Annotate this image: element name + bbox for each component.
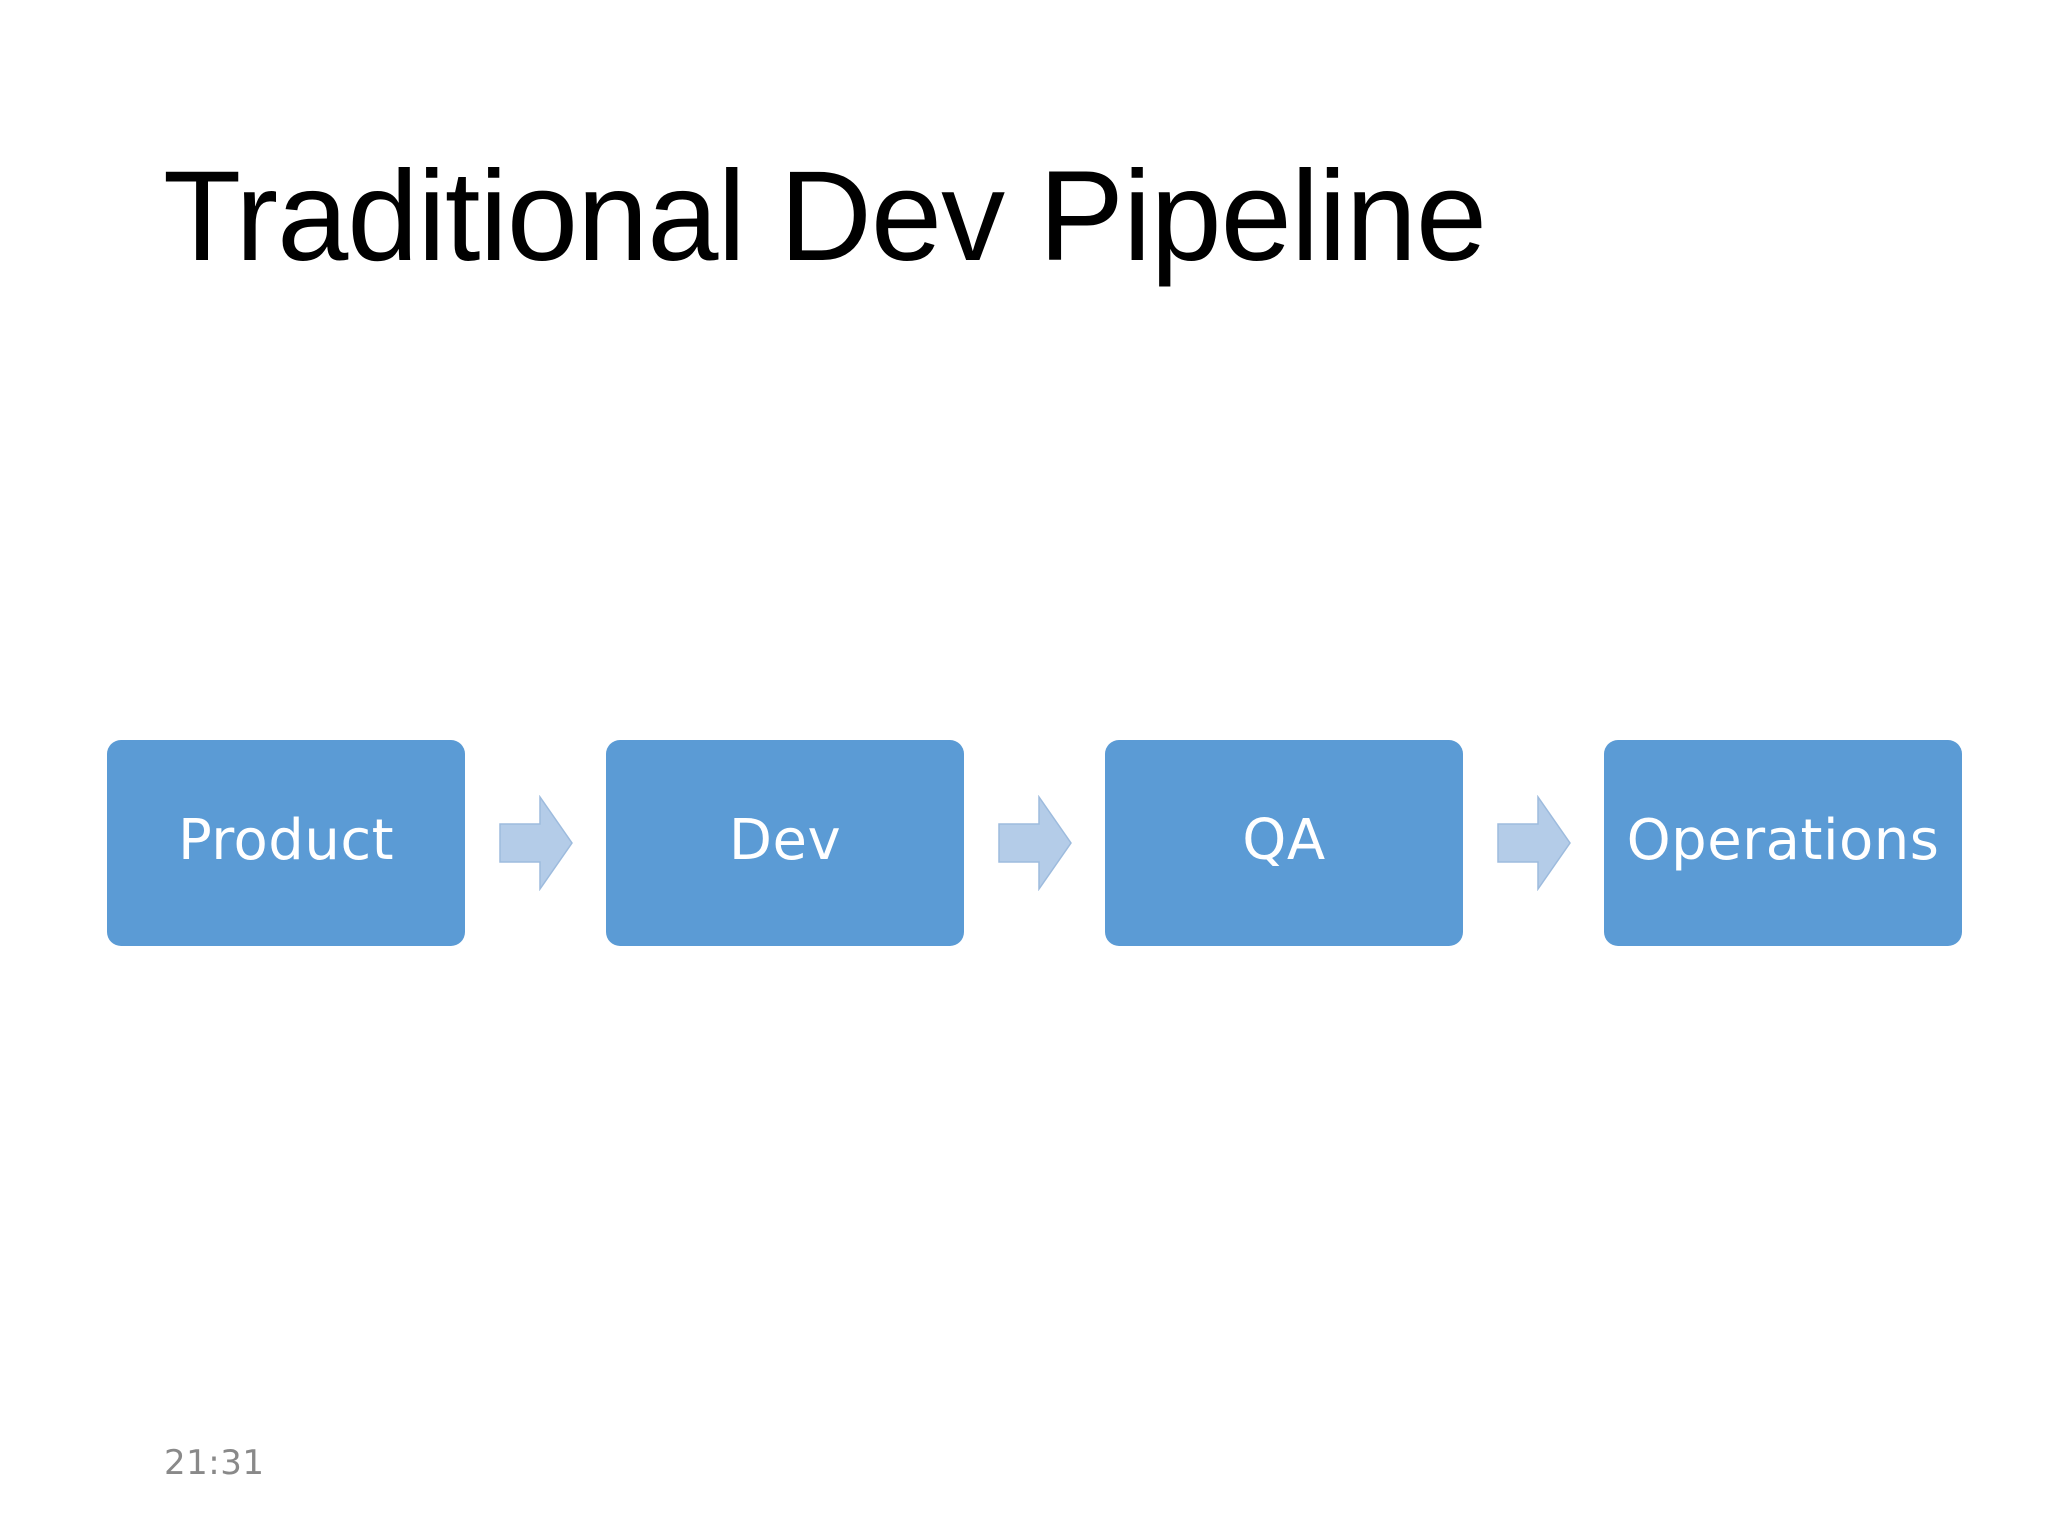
stage-label: Dev [728,808,842,873]
pipeline-stage-operations[interactable]: Operations [1604,740,1962,946]
stage-label: Operations [1626,808,1940,873]
page-title: Traditional Dev Pipeline [163,145,1487,288]
pipeline-connector-2 [997,795,1073,891]
pipeline-connector-1 [498,795,574,891]
stage-label: Product [177,808,395,873]
right-arrow-icon [1496,795,1571,891]
pipeline-connector-3 [1496,795,1572,891]
slide-timestamp: 21:31 [164,1443,265,1483]
stage-label: QA [1242,808,1326,873]
right-arrow-icon [498,795,573,891]
pipeline-stage-product[interactable]: Product [107,740,465,946]
right-arrow-icon [997,795,1072,891]
pipeline-stage-dev[interactable]: Dev [606,740,964,946]
pipeline-stage-qa[interactable]: QA [1105,740,1463,946]
pipeline-diagram: Product Dev QA Operations [107,740,1962,946]
